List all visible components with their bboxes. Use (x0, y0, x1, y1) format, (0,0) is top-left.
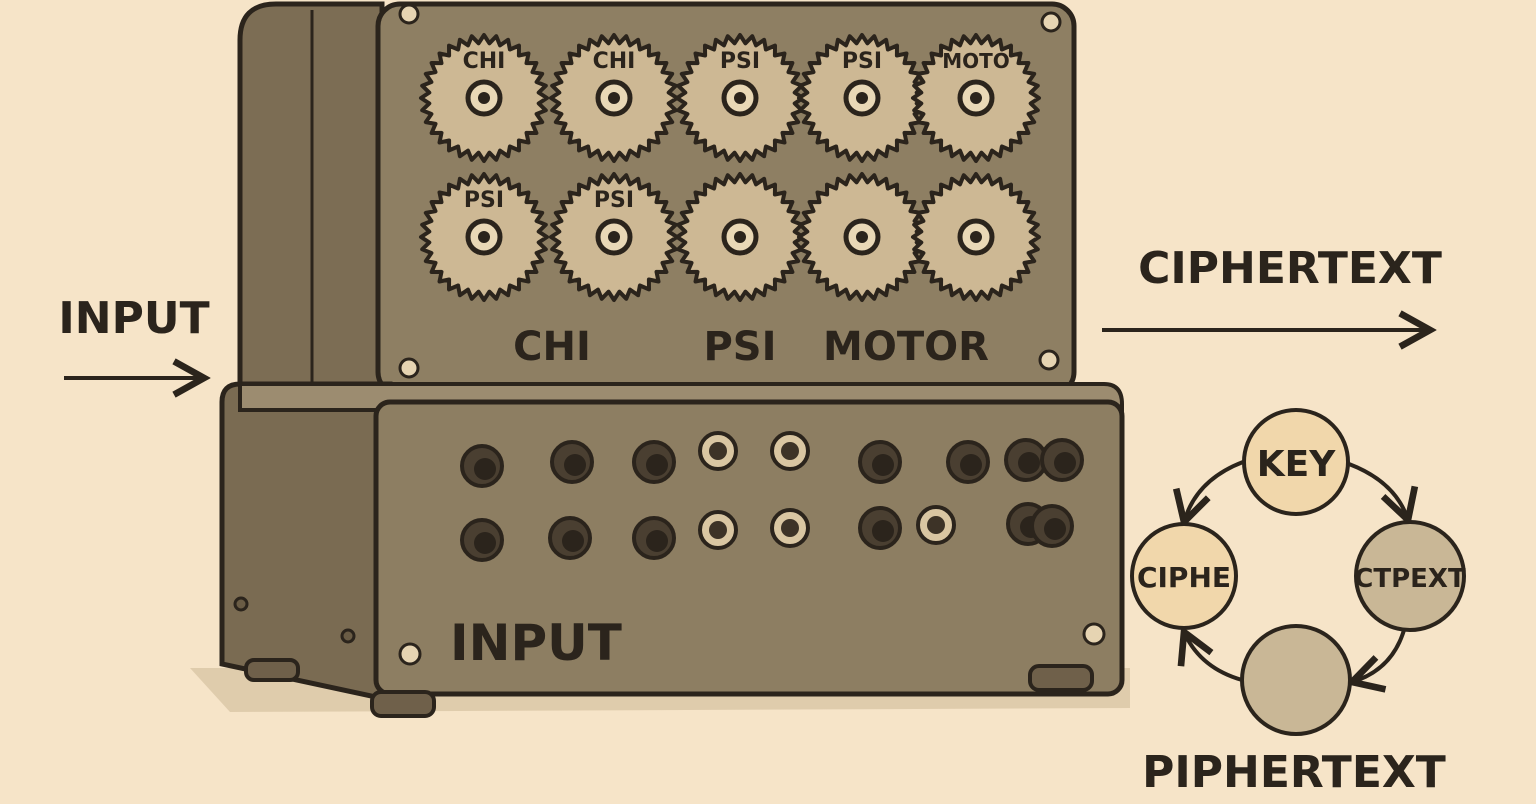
knob-icon (548, 516, 592, 560)
socket-icon (916, 505, 956, 545)
gear-icon (797, 33, 927, 163)
gear-icon (675, 172, 805, 302)
gear-label: PSI (720, 49, 760, 74)
cycle-node-blank (1240, 624, 1352, 736)
gear-icon (911, 33, 1041, 163)
cycle-caption: PIPHERTEXT (1142, 747, 1446, 798)
gear-label: PSI (594, 188, 634, 213)
ciphertext-label: CIPHERTEXT (1138, 243, 1442, 294)
machine-feet (244, 658, 1094, 718)
knob-icon (946, 440, 990, 484)
knob-icon (858, 440, 902, 484)
screw-icon (398, 3, 1062, 379)
knob-icon (632, 516, 676, 560)
gear-label: MOTO (942, 49, 1010, 73)
cycle-node-ciphe: CIPHE (1130, 522, 1238, 630)
cycle-node-ctpext: CTPEXT (1354, 520, 1466, 632)
knob-icon (1040, 438, 1084, 482)
output-flow: CIPHERTEXT (1102, 243, 1442, 330)
gear-icon (549, 33, 679, 163)
gear-label: CHI (593, 49, 636, 74)
gear-icon (549, 172, 679, 302)
gear-housing: CHI CHI PSI PSI MOTO PSI PSI CHI PSI MOTOR (237, 1, 1077, 397)
knob-icon (1004, 438, 1048, 482)
knob-icon (1030, 504, 1074, 548)
socket-icon (698, 510, 738, 550)
gear-label: PSI (842, 49, 882, 74)
key-cycle-diagram: KEY CTPEXT CIPHE PIPHERTEXT (1130, 408, 1466, 798)
knob-icon (460, 444, 504, 488)
svg-text:CIPHE: CIPHE (1137, 561, 1231, 594)
gear-icon (675, 33, 805, 163)
svg-text:CTPEXT: CTPEXT (1354, 564, 1466, 594)
gear-icon (419, 33, 549, 163)
gear-label: PSI (464, 188, 504, 213)
svg-text:KEY: KEY (1257, 444, 1336, 485)
control-knobs (460, 431, 1084, 562)
group-label-chi: CHI (513, 324, 591, 370)
input-flow: INPUT (58, 293, 209, 378)
machine-base: INPUT (219, 381, 1125, 718)
screw-icon (1082, 622, 1106, 646)
gear-icon (797, 172, 927, 302)
input-label: INPUT (58, 293, 209, 344)
socket-icon (770, 508, 810, 548)
screw-icon (398, 642, 422, 666)
knob-icon (632, 440, 676, 484)
knob-icon (858, 506, 902, 550)
cycle-node-key: KEY (1242, 408, 1350, 516)
base-input-label: INPUT (450, 614, 622, 672)
gear-wheels: CHI CHI PSI PSI MOTO PSI PSI (419, 33, 1041, 302)
knob-icon (460, 518, 504, 562)
knob-icon (550, 440, 594, 484)
gear-icon (911, 172, 1041, 302)
group-label-psi: PSI (703, 324, 776, 370)
group-label-motor: MOTOR (823, 324, 989, 370)
gear-label: CHI (463, 49, 506, 74)
socket-icon (698, 431, 738, 471)
cycle-arrows (1184, 460, 1408, 682)
gear-icon (419, 172, 549, 302)
socket-icon (770, 431, 810, 471)
